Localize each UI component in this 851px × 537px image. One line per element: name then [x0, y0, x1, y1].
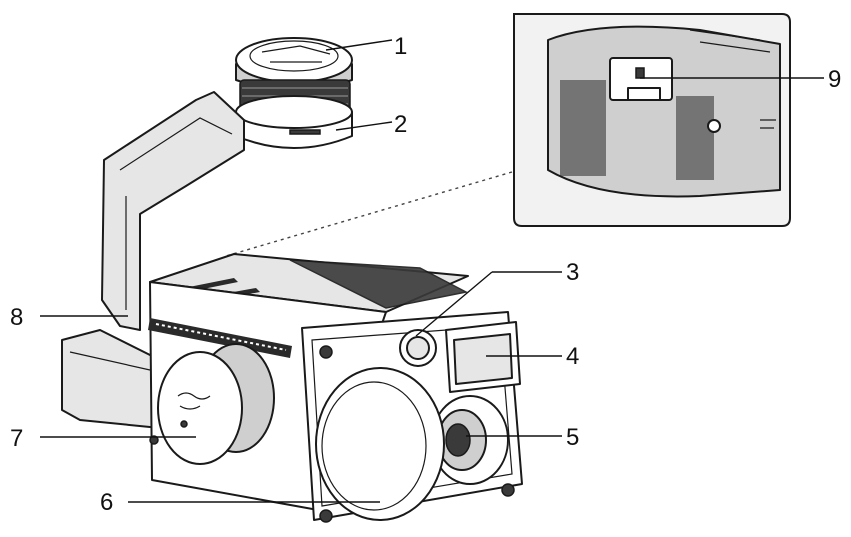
pitch-motor: [149, 343, 275, 465]
callout-2: 2: [394, 111, 407, 138]
laser-rangefinder: [399, 329, 437, 367]
callout-1: 1: [394, 33, 407, 60]
callout-9: 9: [828, 66, 841, 93]
callout-5: 5: [566, 424, 579, 451]
inset-pointer-line: [225, 171, 513, 257]
leader-line-3: [415, 271, 493, 337]
callout-4: 4: [566, 343, 579, 370]
side-vent-strip: [148, 318, 292, 358]
inset-detail: [513, 13, 791, 227]
zoom-lens: [315, 367, 445, 521]
leader-line-1: [325, 39, 393, 51]
callout-6: 6: [100, 489, 113, 516]
thermal-camera: [445, 321, 521, 393]
inset-vent-grid: [560, 80, 714, 180]
leader-line-2: [335, 121, 393, 131]
gimbal-ring: [235, 95, 353, 149]
callout-8: 8: [10, 304, 23, 331]
callout-7: 7: [10, 425, 23, 452]
gimbal-arm: [61, 91, 245, 429]
callout-3: 3: [566, 259, 579, 286]
wide-camera: [431, 395, 509, 485]
